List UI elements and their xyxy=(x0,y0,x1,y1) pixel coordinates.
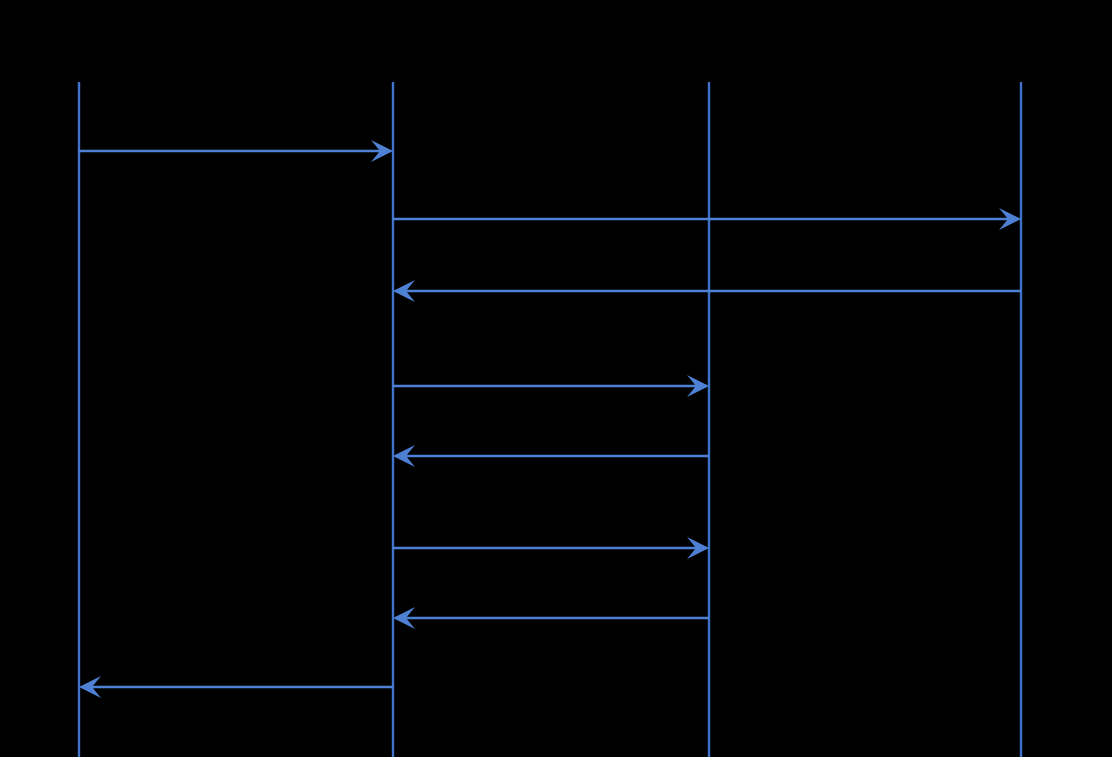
message-2[interactable] xyxy=(393,208,1021,230)
message-arrowhead-4 xyxy=(687,375,709,397)
lifelines-group xyxy=(77,82,1023,757)
message-1[interactable] xyxy=(79,140,393,162)
message-8[interactable] xyxy=(79,676,393,698)
messages-group xyxy=(79,140,1021,698)
message-3[interactable] xyxy=(393,280,1021,302)
message-5[interactable] xyxy=(393,445,709,467)
message-7[interactable] xyxy=(393,607,709,629)
message-6[interactable] xyxy=(393,537,709,559)
message-arrowhead-7 xyxy=(393,607,415,629)
message-arrowhead-5 xyxy=(393,445,415,467)
message-arrowhead-1 xyxy=(371,140,393,162)
message-4[interactable] xyxy=(393,375,709,397)
message-arrowhead-8 xyxy=(79,676,101,698)
message-arrowhead-3 xyxy=(393,280,415,302)
message-arrowhead-2 xyxy=(999,208,1021,230)
message-arrowhead-6 xyxy=(687,537,709,559)
